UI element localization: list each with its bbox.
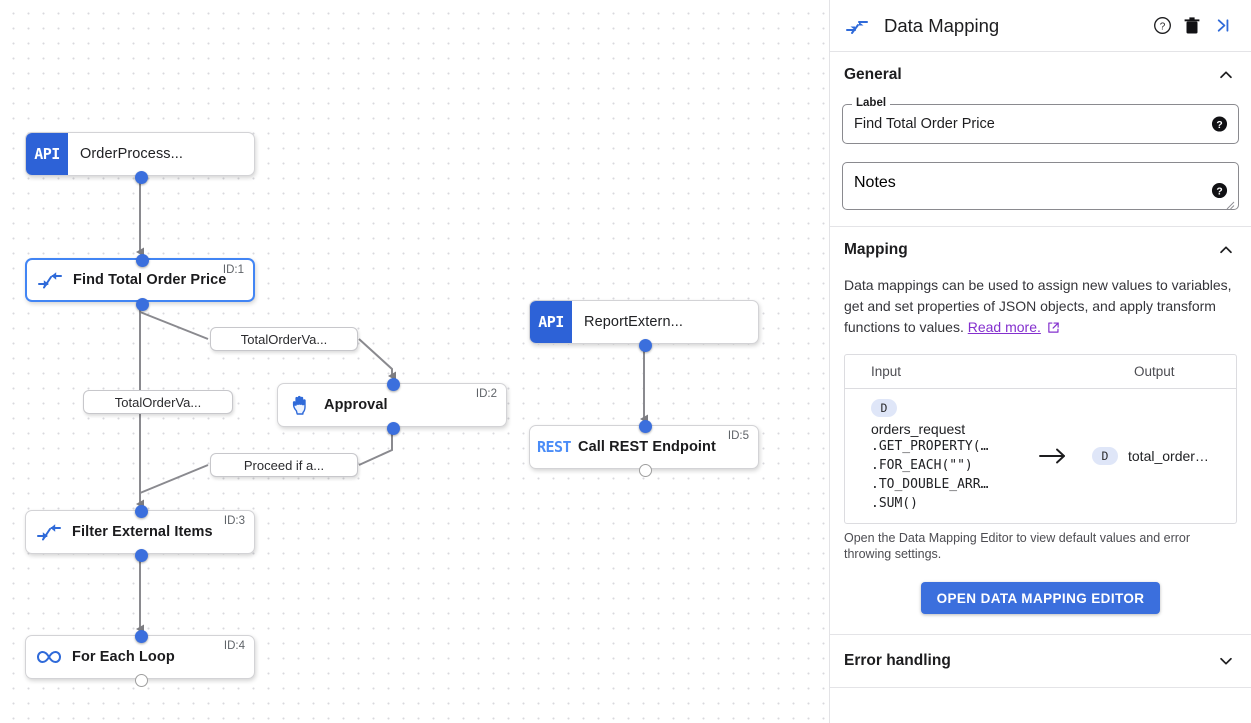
svg-text:?: ? <box>1216 120 1222 131</box>
label-help-icon[interactable]: ? <box>1211 116 1228 133</box>
external-link-icon[interactable] <box>1047 319 1060 340</box>
node-port-out[interactable] <box>638 338 652 352</box>
label-field-value: Find Total Order Price <box>854 116 995 132</box>
section-error-handling: Error handling <box>830 635 1251 688</box>
node-id-label: ID:5 <box>727 430 749 442</box>
node-title: Filter External Items <box>72 524 213 540</box>
node-call-rest-endpoint[interactable]: REST Call REST Endpoint ID:5 <box>529 419 759 477</box>
node-port-out[interactable] <box>135 297 149 311</box>
section-error-handling-title: Error handling <box>844 652 951 669</box>
data-mapping-icon <box>846 17 874 35</box>
open-data-mapping-editor-button[interactable]: OPEN DATA MAPPING EDITOR <box>920 582 1161 614</box>
input-variable-name: orders_request <box>871 421 966 437</box>
section-general: General Label Find Total Order Price ? <box>830 52 1251 227</box>
node-port-out[interactable] <box>386 421 400 435</box>
edge-label-totalorderva-2[interactable]: TotalOrderVa... <box>83 390 233 414</box>
node-for-each-loop[interactable]: For Each Loop ID:4 <box>25 629 255 687</box>
label-field-legend: Label <box>852 97 891 109</box>
api-badge: API <box>530 301 572 343</box>
mapping-transform-step: .SUM() <box>871 496 918 511</box>
node-title: Call REST Endpoint <box>578 439 716 455</box>
node-port-out[interactable] <box>134 673 148 687</box>
notes-help-icon[interactable]: ? <box>1211 182 1228 199</box>
section-mapping-title: Mapping <box>844 241 908 258</box>
chevron-down-icon[interactable] <box>1215 650 1237 672</box>
node-port-out[interactable] <box>134 548 148 562</box>
section-mapping-header[interactable]: Mapping <box>842 227 1239 273</box>
node-title: Approval <box>324 397 388 413</box>
help-icon[interactable]: ? <box>1147 11 1177 41</box>
section-general-header[interactable]: General <box>842 52 1239 98</box>
node-orderprocess[interactable]: API OrderProcess... <box>25 132 255 184</box>
mapping-icon <box>27 271 73 289</box>
node-id-label: ID:1 <box>222 264 244 276</box>
label-field[interactable]: Label Find Total Order Price ? <box>842 97 1239 144</box>
output-variable-name: total_order… <box>1128 448 1209 464</box>
edge-label-proceed-if-a[interactable]: Proceed if a... <box>210 453 358 477</box>
section-general-title: General <box>844 66 902 83</box>
section-error-handling-header[interactable]: Error handling <box>842 635 1239 687</box>
rest-badge: REST <box>536 438 572 456</box>
loop-icon <box>26 648 72 666</box>
api-badge: API <box>26 133 68 175</box>
edge-label-totalorderva-1[interactable]: TotalOrderVa... <box>210 327 358 351</box>
collapse-panel-icon[interactable] <box>1207 11 1237 41</box>
read-more-link[interactable]: Read more. <box>967 319 1041 335</box>
svg-text:?: ? <box>1159 21 1165 32</box>
mapping-description: Data mappings can be used to assign new … <box>844 275 1237 340</box>
mapping-transform-step: .GET_PROPERTY(… <box>871 439 989 454</box>
workflow-canvas[interactable]: API OrderProcess... Find Total Order Price… <box>0 0 830 723</box>
node-id-label: ID:4 <box>223 640 245 652</box>
svg-text:?: ? <box>1216 186 1222 197</box>
node-approval[interactable]: Approval ID:2 <box>277 377 507 435</box>
output-type-badge: D <box>1092 447 1118 465</box>
mapping-icon <box>26 523 72 541</box>
node-title: OrderProcess... <box>80 146 184 162</box>
node-title: ReportExtern... <box>584 314 684 330</box>
mapping-transform-step: .TO_DOUBLE_ARR… <box>871 477 989 492</box>
mapping-description-text: Data mappings can be used to assign new … <box>844 277 1232 335</box>
input-type-badge: D <box>871 399 897 417</box>
node-port-out[interactable] <box>638 463 652 477</box>
node-title: Find Total Order Price <box>73 272 227 288</box>
panel-title: Data Mapping <box>884 14 1000 36</box>
node-port-in[interactable] <box>135 253 149 267</box>
chevron-up-icon[interactable] <box>1215 64 1237 86</box>
node-port-in[interactable] <box>134 504 148 518</box>
notes-field[interactable]: Notes ? <box>842 162 1239 210</box>
resize-handle[interactable] <box>1225 197 1235 210</box>
chevron-up-icon[interactable] <box>1215 239 1237 261</box>
mapping-note: Open the Data Mapping Editor to view def… <box>844 531 1191 561</box>
node-port-in[interactable] <box>134 629 148 643</box>
node-id-label: ID:3 <box>223 515 245 527</box>
edge-layer <box>136 177 648 634</box>
delete-icon[interactable] <box>1177 11 1207 41</box>
column-header-input: Input <box>871 364 902 379</box>
node-title: For Each Loop <box>72 649 175 665</box>
properties-panel: Data Mapping ? <box>830 0 1251 723</box>
node-port-out[interactable] <box>134 170 148 184</box>
section-mapping: Mapping Data mappings can be used to ass… <box>830 227 1251 635</box>
mapping-transform-step: .FOR_EACH("") <box>871 458 973 473</box>
column-header-output: Output <box>1134 364 1175 379</box>
panel-header: Data Mapping ? <box>830 0 1251 52</box>
mapping-table-header: Input Output <box>845 355 1236 389</box>
node-port-in[interactable] <box>638 419 652 433</box>
node-reportextern[interactable]: API ReportExtern... <box>529 300 759 352</box>
mapping-arrow-icon <box>1030 445 1076 467</box>
notes-field-placeholder: Notes <box>854 174 896 191</box>
node-filter-external-items[interactable]: Filter External Items ID:3 <box>25 504 255 562</box>
node-id-label: ID:2 <box>475 388 497 400</box>
node-port-in[interactable] <box>386 377 400 391</box>
approval-icon <box>278 393 324 417</box>
